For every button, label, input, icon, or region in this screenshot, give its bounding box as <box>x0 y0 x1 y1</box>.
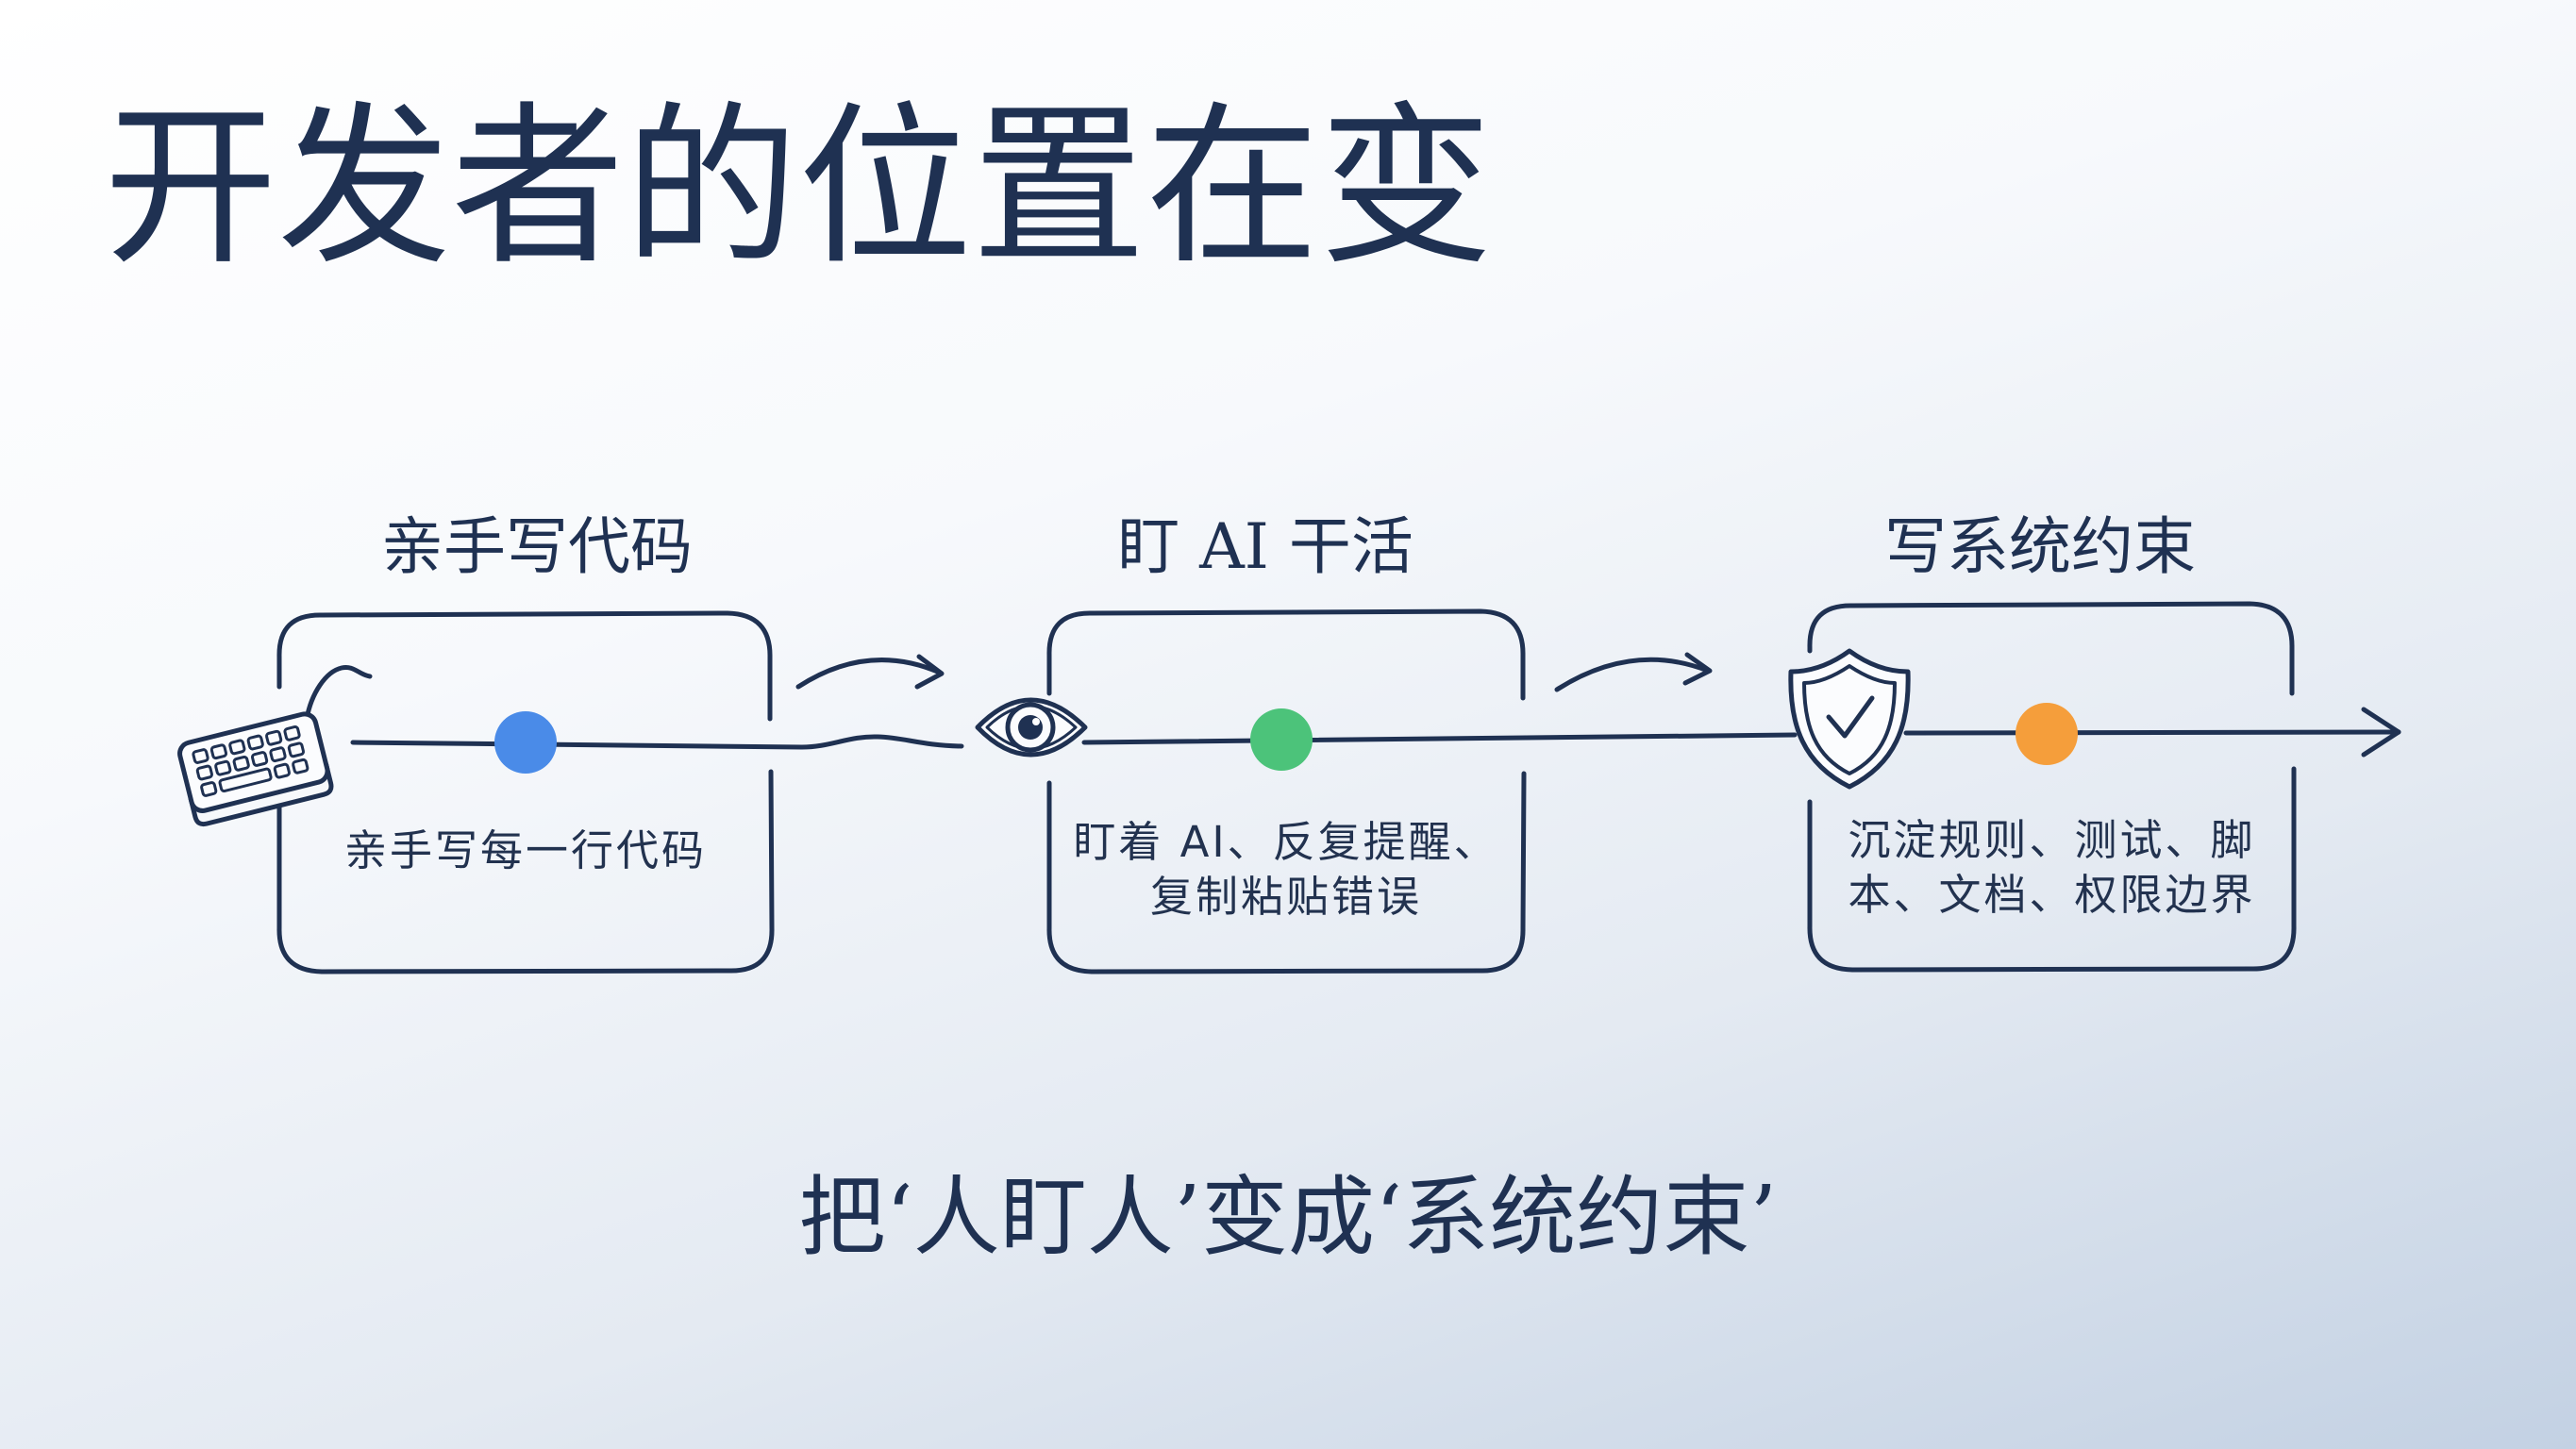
stage-description-3: 沉淀规则、测试、脚 本、文档、权限边界 <box>1810 813 2294 923</box>
shield-outline <box>1788 648 1911 790</box>
timeline-dot-1 <box>494 711 557 774</box>
keyboard-key <box>192 748 209 764</box>
eye-highlight <box>1032 718 1040 725</box>
keyboard-key <box>200 781 218 797</box>
keyboard-key <box>246 734 264 751</box>
keyboard-key <box>273 762 291 779</box>
shield-inner-outline <box>1802 664 1897 775</box>
keyboard-key <box>269 746 287 763</box>
stage-box-3 <box>1807 601 2297 973</box>
timeline-dot-3 <box>2016 703 2078 765</box>
keyboard-key <box>292 758 309 774</box>
timeline-line-2 <box>1081 732 1798 745</box>
stage-description-line: 本、文档、权限边界 <box>1848 870 2256 920</box>
keyboard-key <box>195 764 213 781</box>
slide-title: 开发者的位置在变 <box>104 87 1494 289</box>
stage-description-line: 复制粘贴错误 <box>1149 872 1422 922</box>
stage-box-2 <box>1046 608 1527 974</box>
keyboard-key <box>265 729 283 746</box>
keyboard-key <box>250 751 269 767</box>
stage-description-2: 盯着 AI、反复提醒、 复制粘贴错误 <box>1049 815 1523 924</box>
curved-arrow-1 <box>795 658 943 690</box>
summary-text: 把‘人盯人’变成‘系统约束’ <box>798 1167 1778 1268</box>
keyboard-key <box>287 741 306 758</box>
keyboard-icon <box>177 711 334 827</box>
keyboard-spacebar <box>218 767 273 793</box>
keyboard-key <box>209 743 228 760</box>
stage-description-line: 沉淀规则、测试、脚 <box>1848 815 2256 865</box>
stage-description-line: 盯着 AI、反复提醒、 <box>1073 817 1499 867</box>
stage-heading-2: 盯 AI 干活 <box>1117 510 1413 583</box>
timeline-line-3 <box>1903 729 2401 736</box>
stage-description-line: 亲手写每一行代码 <box>343 825 707 875</box>
eye-icon <box>975 697 1088 758</box>
curved-arrow-2-head <box>1682 652 1713 686</box>
keyboard-key <box>283 724 301 741</box>
shield-check-icon <box>1788 648 1911 790</box>
timeline-line-1 <box>350 734 964 750</box>
curved-arrow-2 <box>1554 657 1711 692</box>
keyboard-cable <box>304 664 373 722</box>
stage-box-1 <box>276 610 775 974</box>
curved-arrow-1-head <box>914 654 945 690</box>
keyboard-key <box>228 739 246 756</box>
timeline-dot-2 <box>1250 708 1313 771</box>
check-mark <box>1826 695 1875 739</box>
stage-heading-1: 亲手写代码 <box>381 510 693 583</box>
keyboard-key <box>214 759 232 776</box>
timeline-arrowhead <box>2361 707 2401 758</box>
stage-heading-3: 写系统约束 <box>1884 510 2196 583</box>
keyboard-key <box>232 755 250 772</box>
stage-description-1: 亲手写每一行代码 <box>279 824 772 878</box>
eye-pupil <box>1018 715 1043 740</box>
